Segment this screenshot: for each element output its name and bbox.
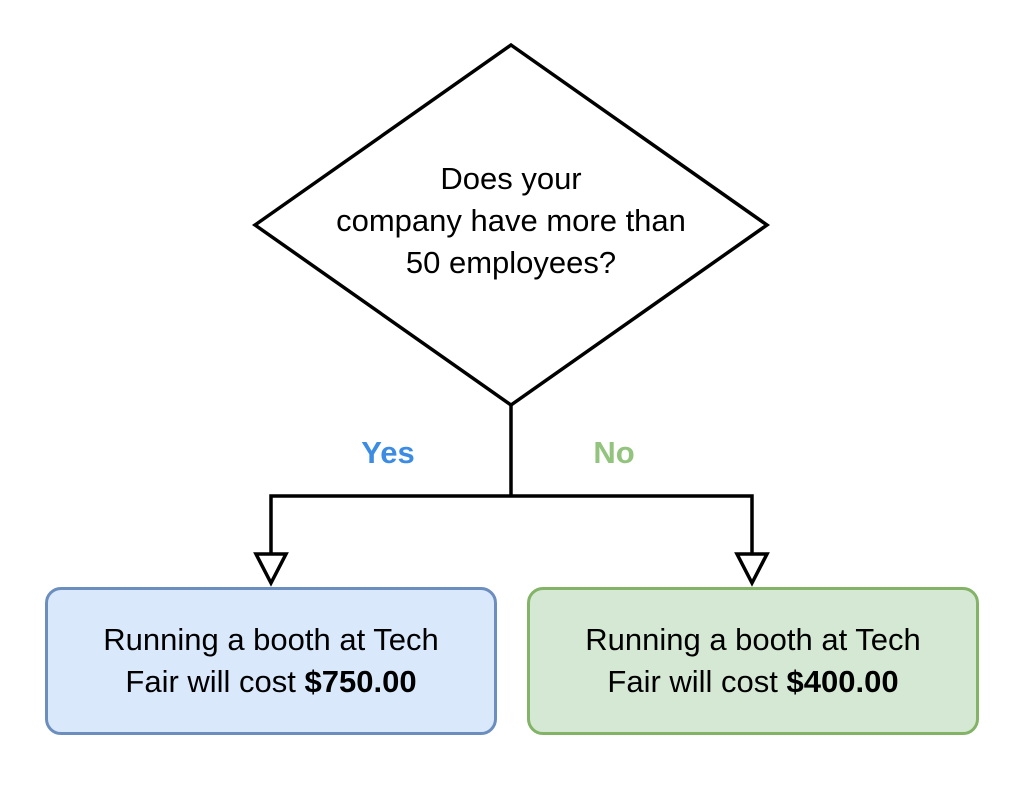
outcome-cost-prefix: Fair will cost <box>607 664 787 699</box>
outcome-cost-amount: $400.00 <box>786 664 899 699</box>
outcome-text-yes: Running a booth at Tech Fair will cost $… <box>103 619 439 703</box>
connector-branch-line <box>269 494 754 553</box>
arrowhead-right-icon <box>734 552 770 587</box>
outcome-text-line1: Running a booth at Tech <box>103 622 439 657</box>
outcome-box-no: Running a booth at Tech Fair will cost $… <box>527 587 979 735</box>
decision-question-line: 50 employees? <box>405 245 617 280</box>
outcome-text-line2: Fair will cost $400.00 <box>585 661 921 703</box>
branch-label-no: No <box>593 435 635 470</box>
decision-question-line: Does your <box>440 161 582 196</box>
outcome-box-yes: Running a booth at Tech Fair will cost $… <box>45 587 497 735</box>
branch-label-yes: Yes <box>361 435 415 470</box>
outcome-text-line1: Running a booth at Tech <box>585 622 921 657</box>
decision-question: Does your company have more than 50 empl… <box>261 158 761 284</box>
arrowhead-left-icon <box>253 552 289 587</box>
outcome-text-no: Running a booth at Tech Fair will cost $… <box>585 619 921 703</box>
decision-question-line: company have more than <box>336 203 686 238</box>
outcome-cost-prefix: Fair will cost <box>125 664 305 699</box>
outcome-text-line2: Fair will cost $750.00 <box>103 661 439 703</box>
outcome-cost-amount: $750.00 <box>304 664 417 699</box>
